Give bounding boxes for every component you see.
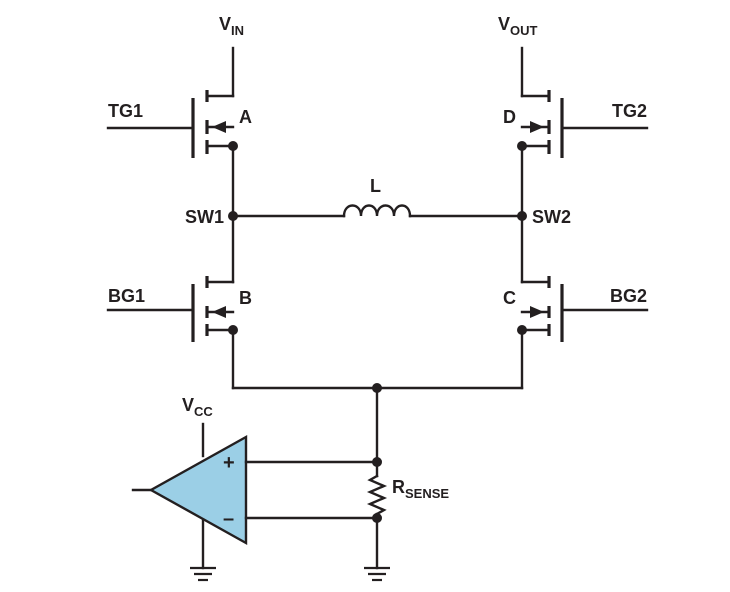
sw1-label: SW1 — [185, 207, 224, 227]
rsense-label: RSENSE — [392, 477, 449, 501]
vcc-label: VCC — [182, 395, 213, 419]
junction-dot-bottom — [372, 383, 382, 393]
vin-label: VIN — [219, 14, 244, 38]
switch-a-label: A — [239, 107, 252, 127]
switch-c-arrow — [530, 306, 544, 318]
amp-minus-sign: – — [223, 508, 234, 530]
switch-a-arrow — [212, 121, 226, 133]
switch-d-arrow — [530, 121, 544, 133]
junction-dot-sw1 — [228, 211, 238, 221]
switch-d-label: D — [503, 107, 516, 127]
tg1-label: TG1 — [108, 101, 143, 121]
switch-b-label: B — [239, 288, 252, 308]
tg2-label: TG2 — [612, 101, 647, 121]
current-sense-amplifier — [148, 434, 248, 546]
bg2-label: BG2 — [610, 286, 647, 306]
junction-dot-sense-bottom — [372, 513, 382, 523]
vout-label: VOUT — [498, 14, 538, 38]
switch-b-arrow — [212, 306, 226, 318]
junction-dot-c — [517, 325, 527, 335]
sense-resistor — [366, 474, 388, 516]
junction-dot-a — [228, 141, 238, 151]
inductor-label: L — [370, 176, 381, 196]
inductor-coil — [342, 204, 412, 218]
switch-c-label: C — [503, 288, 516, 308]
junction-dot-d — [517, 141, 527, 151]
junction-dot-b — [228, 325, 238, 335]
junction-dot-sense-top — [372, 457, 382, 467]
sw2-label: SW2 — [532, 207, 571, 227]
junction-dot-sw2 — [517, 211, 527, 221]
bg1-label: BG1 — [108, 286, 145, 306]
amp-plus-sign: + — [223, 452, 235, 474]
